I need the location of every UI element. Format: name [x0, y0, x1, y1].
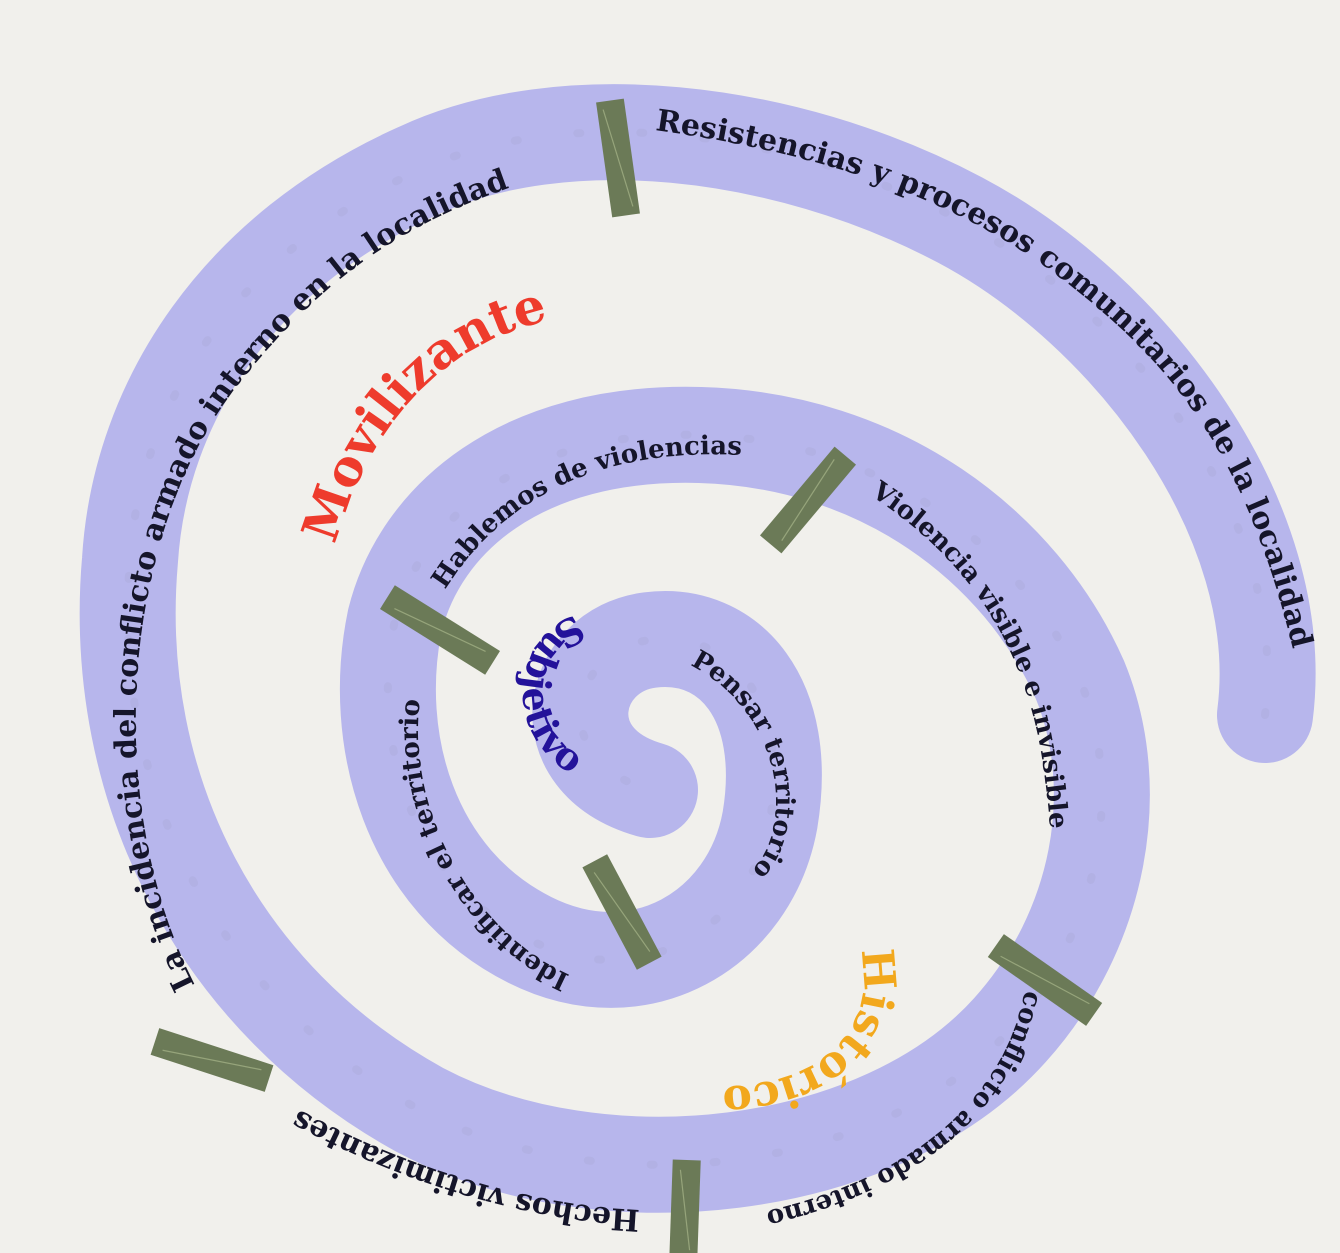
tape-dividers	[150, 98, 1103, 1253]
tape-divider	[582, 854, 662, 970]
tape-divider	[150, 1028, 274, 1092]
tape-divider	[669, 1159, 701, 1253]
tape-divider	[596, 98, 640, 218]
tape-divider	[380, 585, 500, 675]
tape-divider	[987, 934, 1103, 1026]
tape-divider	[759, 446, 857, 554]
